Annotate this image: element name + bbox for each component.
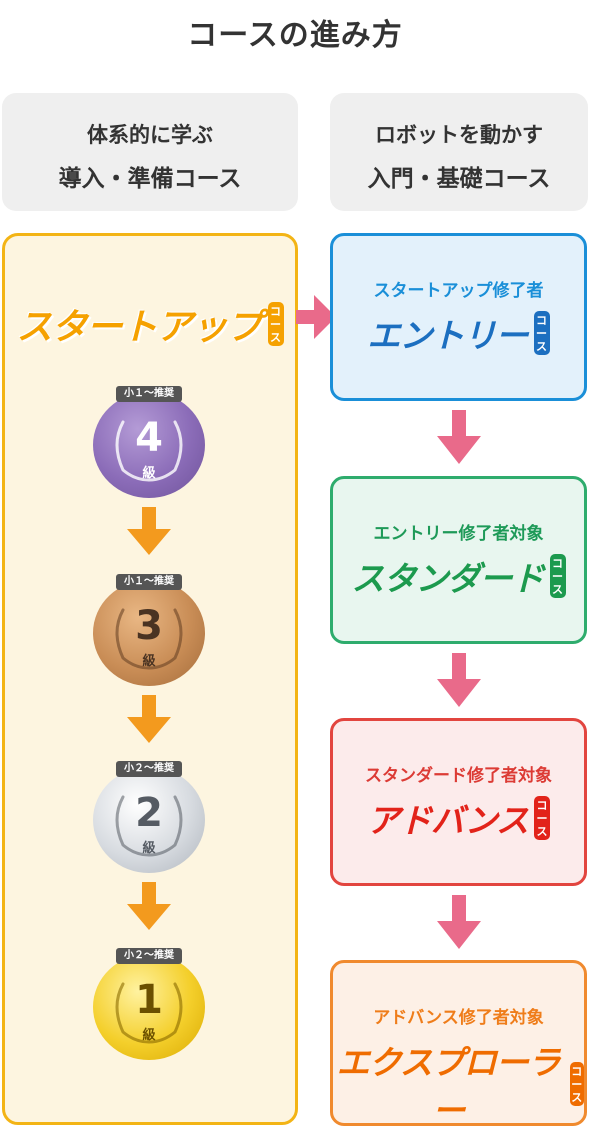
standard-logo-text: スタンダード: [351, 559, 545, 598]
beginner-header-line2: 導入・準備コース: [58, 166, 242, 192]
standard-course-tag: コース: [549, 554, 566, 598]
entry-course-logo: エントリー コース: [333, 309, 584, 357]
startup-course-tag: コース: [267, 302, 284, 346]
medal-number: 3: [135, 603, 163, 649]
startup-logo-text: スタートアップ: [16, 307, 262, 348]
robot-course-header: ロボットを動かす 入門・基礎コース: [330, 93, 588, 211]
standard-course-condition: エントリー修了者対象: [373, 524, 544, 544]
down-arrow-icon: [437, 653, 481, 707]
medal-badge: 小１〜推奨: [116, 574, 182, 590]
medal-badge: 小２〜推奨: [116, 761, 182, 777]
down-arrow-icon: [127, 507, 171, 555]
explorer-course-logo: エクスプローラー コース: [333, 1036, 584, 1128]
advance-course-tag: コース: [534, 796, 550, 840]
beginner-header-line1: 体系的に学ぶ: [87, 123, 213, 147]
robot-header-line1: ロボットを動かす: [375, 123, 543, 147]
wreath-icon: [115, 608, 183, 670]
standard-course-logo: スタンダード コース: [333, 552, 584, 600]
entry-course-tag: コース: [533, 311, 550, 355]
grade-3-medal: 小１〜推奨 3 級: [93, 574, 205, 686]
explorer-course-tag: コース: [569, 1062, 584, 1106]
medal-badge: 小２〜推奨: [116, 948, 182, 964]
medal-number: 4: [135, 415, 163, 461]
beginner-course-header: 体系的に学ぶ 導入・準備コース: [2, 93, 298, 211]
medal-kyu-label: 級: [142, 654, 156, 669]
wreath-icon: [115, 420, 183, 482]
grade-4-medal: 小１〜推奨 4 級: [93, 386, 205, 498]
medal-kyu-label: 級: [142, 466, 156, 481]
entry-course-box: スタートアップ修了者 エントリー コース: [330, 233, 587, 401]
explorer-course-condition: アドバンス修了者対象: [373, 1008, 544, 1028]
explorer-course-box: アドバンス修了者対象 エクスプローラー コース: [330, 960, 587, 1128]
down-arrow-icon: [437, 410, 481, 464]
medal-number: 1: [135, 977, 163, 1023]
down-arrow-icon: [127, 695, 171, 743]
grade-2-medal: 小２〜推奨 2 級: [93, 761, 205, 873]
right-arrow-icon: [296, 295, 336, 339]
startup-course-logo: スタートアップ コース: [2, 296, 298, 352]
entry-course-condition: スタートアップ修了者: [373, 281, 544, 301]
advance-course-logo: アドバンス コース: [333, 794, 584, 842]
medal-kyu-label: 級: [142, 841, 156, 856]
robot-header-line2: 入門・基礎コース: [367, 166, 551, 192]
wreath-icon: [115, 795, 183, 857]
standard-course-box: エントリー修了者対象 スタンダード コース: [330, 476, 587, 644]
down-arrow-icon: [127, 882, 171, 930]
down-arrow-icon: [437, 895, 481, 949]
advance-course-box: スタンダード修了者対象 アドバンス コース: [330, 718, 587, 886]
explorer-logo-text: エクスプローラー: [336, 1043, 561, 1128]
grade-1-medal: 小２〜推奨 1 級: [93, 948, 205, 1060]
advance-logo-text: アドバンス: [367, 801, 529, 840]
wreath-icon: [115, 982, 183, 1044]
medal-badge: 小１〜推奨: [116, 386, 182, 402]
entry-logo-text: エントリー: [367, 316, 529, 355]
page-title: コースの進み方: [187, 18, 403, 53]
medal-number: 2: [135, 790, 163, 836]
advance-course-condition: スタンダード修了者対象: [365, 766, 552, 786]
medal-kyu-label: 級: [142, 1028, 156, 1043]
